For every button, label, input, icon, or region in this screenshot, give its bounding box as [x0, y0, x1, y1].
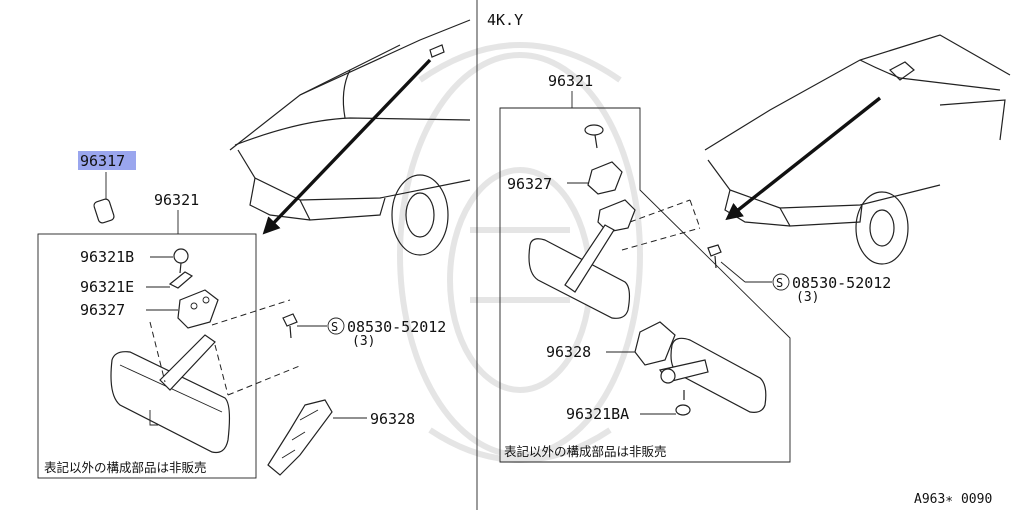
base-96327-right[interactable] — [587, 161, 623, 195]
screw-right[interactable] — [707, 244, 722, 269]
qty-label-right: (3) — [796, 290, 819, 305]
watermark-emblem — [397, 42, 643, 463]
svg-text:S: S — [331, 320, 338, 334]
car-outline-right — [704, 34, 1011, 265]
mirror-right-lower[interactable] — [659, 337, 767, 413]
s-mark-left — [327, 317, 345, 335]
part-label-96321ba[interactable]: 96321BA — [566, 405, 629, 423]
part-label-08530-right[interactable]: 08530-52012 — [792, 274, 891, 292]
car-outline-left — [229, 19, 471, 256]
part-label-96327-left[interactable]: 96327 — [80, 301, 125, 319]
group-outline-right — [499, 107, 791, 463]
part-label-96328-left[interactable]: 96328 — [370, 410, 415, 428]
part-label-96321b[interactable]: 96321B — [80, 248, 134, 266]
part-label-96321-right[interactable]: 96321 — [548, 72, 593, 90]
cover-96328-right[interactable] — [634, 321, 676, 366]
part-label-08530-left[interactable]: 08530-52012 — [347, 318, 446, 336]
mirror-right-upper[interactable] — [528, 224, 631, 319]
clip-right[interactable] — [584, 124, 604, 149]
group-box-left — [37, 233, 257, 479]
bulb-96317[interactable] — [93, 198, 115, 224]
cover-96328-left[interactable] — [267, 399, 333, 476]
part-label-96328-right[interactable]: 96328 — [546, 343, 591, 361]
bolt-96321ba[interactable] — [675, 390, 691, 416]
bolt-96321b[interactable] — [173, 248, 189, 274]
variant-label: 4K.Y — [487, 11, 523, 29]
part-label-96317[interactable]: 96317 — [80, 152, 125, 170]
note-right: 表記以外の構成部品は非販売 — [504, 444, 667, 459]
base-96327-left[interactable] — [177, 289, 219, 329]
highlight-96317 — [78, 151, 136, 170]
part-label-96321-left[interactable]: 96321 — [154, 191, 199, 209]
arrow-left — [262, 58, 432, 235]
svg-text:S: S — [776, 276, 783, 290]
qty-label-left: (3) — [352, 334, 375, 349]
part-label-96327-right[interactable]: 96327 — [507, 175, 552, 193]
part-label-96321e[interactable]: 96321E — [80, 278, 134, 296]
mirror-left[interactable] — [110, 334, 231, 454]
screw-left[interactable] — [282, 313, 298, 339]
arrow-right — [725, 96, 882, 221]
diagram-code: A963∗ 0090 — [914, 492, 992, 507]
s-mark-right — [772, 273, 790, 291]
spring-96321e[interactable] — [168, 271, 194, 289]
note-left: 表記以外の構成部品は非販売 — [44, 460, 207, 475]
